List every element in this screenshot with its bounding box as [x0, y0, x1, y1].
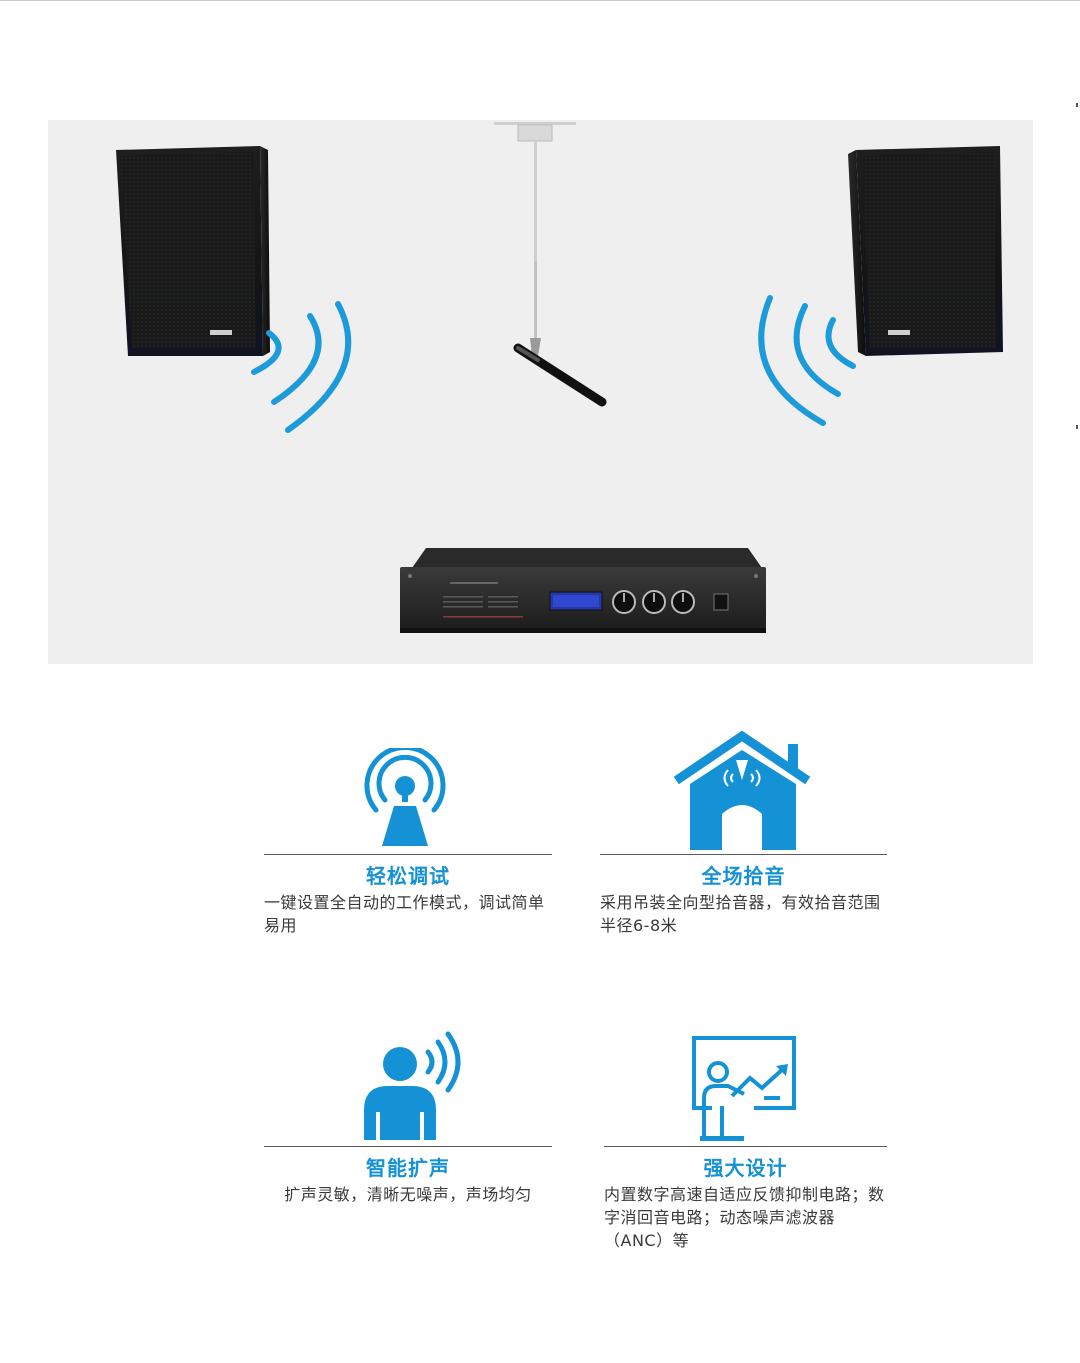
power-switch	[713, 593, 729, 611]
speaker-logo-plate	[888, 330, 910, 335]
feature-title: 智能扩声	[366, 1156, 450, 1180]
ceiling-microphone	[494, 122, 607, 407]
feature-description: 采用吊装全向型拾音器，有效拾音范围半径6-8米	[600, 893, 881, 935]
feature-full-pickup: 全场拾音 采用吊装全向型拾音器，有效拾音范围半径6-8米	[600, 728, 887, 948]
feature-icon-wrap	[604, 1034, 887, 1146]
sound-wave-icon	[758, 295, 856, 426]
right-speaker	[848, 146, 1003, 356]
feature-description: 内置数字高速自适应反馈抑制电路；数字消回音电路；动态噪声滤波器（ANC）等	[604, 1185, 885, 1250]
audio-processor-unit	[400, 548, 766, 633]
house-icon	[673, 730, 811, 850]
hero-scene	[116, 122, 1003, 633]
edge-mark	[1076, 103, 1078, 107]
sound-wave-icon	[251, 301, 352, 433]
feature-title: 强大设计	[703, 1156, 788, 1180]
feature-divider	[604, 1146, 887, 1147]
feature-title: 轻松调试	[366, 864, 450, 888]
knob	[671, 590, 695, 614]
feature-easy-debug: 轻松调试 一键设置全自动的工作模式，调试简单易用	[264, 744, 552, 948]
feature-smart-amplify: 智能扩声 扩声灵敏，清晰无噪声，声场均匀	[264, 1030, 552, 1230]
presentation-board-icon	[692, 1036, 796, 1141]
person-speaking-icon	[364, 1031, 461, 1140]
knob	[612, 590, 636, 614]
feature-powerful-design: 强大设计 内置数字高速自适应反馈抑制电路；数字消回音电路；动态噪声滤波器（ANC…	[604, 1034, 887, 1274]
knob	[642, 590, 666, 614]
feature-divider	[600, 854, 887, 855]
top-divider	[0, 0, 1080, 1]
left-speaker	[116, 146, 270, 356]
edge-mark	[1076, 425, 1078, 429]
feature-title: 全场拾音	[701, 864, 786, 888]
feature-icon-wrap	[264, 744, 552, 852]
hero-illustration	[48, 120, 1033, 664]
antenna-icon	[364, 744, 446, 846]
feature-divider	[264, 1146, 552, 1147]
feature-description: 扩声灵敏，清晰无噪声，声场均匀	[284, 1185, 532, 1204]
feature-description: 一键设置全自动的工作模式，调试简单易用	[264, 893, 545, 935]
feature-divider	[264, 854, 552, 855]
feature-icon-wrap	[600, 728, 887, 856]
feature-icon-wrap	[264, 1030, 552, 1146]
speaker-logo-plate	[210, 330, 232, 335]
